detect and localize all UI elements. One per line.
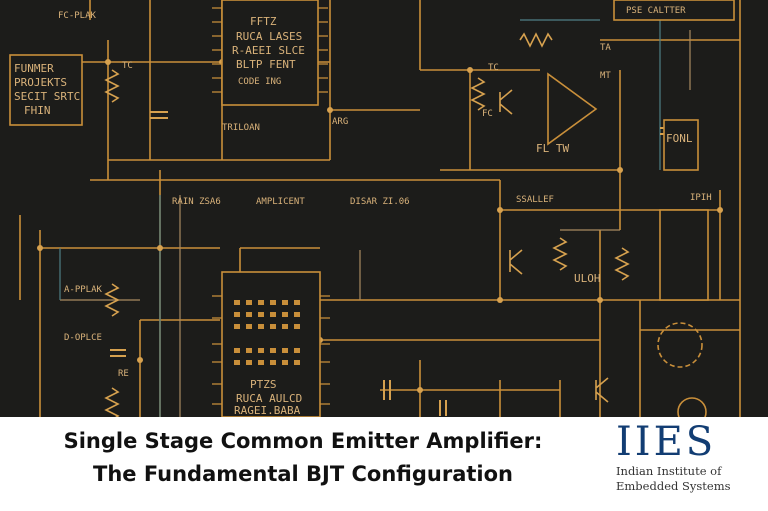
svg-text:RUCA LASES: RUCA LASES (236, 30, 302, 43)
svg-text:MT: MT (600, 71, 611, 81)
resistor-symbols (104, 32, 688, 421)
svg-text:SECIT SRTC: SECIT SRTC (14, 90, 80, 103)
logo-mark: IIES (616, 419, 717, 465)
svg-text:RE: RE (118, 369, 129, 379)
svg-text:CODE ING: CODE ING (238, 77, 281, 87)
component-box-right (659, 209, 709, 301)
svg-text:FONL: FONL (666, 132, 693, 145)
opamp-symbol (547, 72, 598, 146)
svg-text:DISAR ZI.06: DISAR ZI.06 (350, 197, 410, 207)
circular-component (657, 322, 703, 368)
svg-text:FFTZ: FFTZ (250, 15, 277, 28)
svg-text:D-OPLCE: D-OPLCE (64, 333, 102, 343)
svg-text:TC: TC (122, 61, 133, 71)
svg-text:IPIH: IPIH (690, 193, 712, 203)
svg-text:FL TW: FL TW (536, 142, 569, 155)
svg-text:BLTP FENT: BLTP FENT (236, 58, 296, 71)
svg-text:RUCA AULCD: RUCA AULCD (236, 392, 302, 405)
logo-name-line-2: Embedded Systems (616, 479, 731, 493)
svg-text:SSALLEF: SSALLEF (516, 195, 554, 205)
logo-institute-name: Indian Institute of Embedded Systems (616, 464, 762, 494)
svg-text:ULOH: ULOH (574, 272, 601, 285)
connector-box (663, 119, 699, 171)
title-banner: Single Stage Common Emitter Amplifier: T… (0, 417, 768, 511)
junction-dots (37, 59, 723, 393)
svg-text:R-AEEI SLCE: R-AEEI SLCE (232, 44, 305, 57)
title-line-2: The Fundamental BJT Configuration (93, 462, 513, 486)
svg-text:RAGEI.BABA: RAGEI.BABA (234, 404, 301, 417)
logo-name-line-1: Indian Institute of (616, 464, 722, 478)
caption-box-top-right (613, 0, 735, 21)
svg-text:FC: FC (482, 109, 493, 119)
ic-chip-top (221, 0, 319, 106)
svg-text:FHIN: FHIN (24, 104, 51, 117)
svg-text:RAIN ZSA6: RAIN ZSA6 (172, 197, 221, 207)
article-title: Single Stage Common Emitter Amplifier: T… (0, 425, 606, 491)
svg-text:ARG: ARG (332, 117, 348, 127)
chip-grid-pattern (234, 300, 300, 365)
info-box (9, 54, 83, 126)
svg-text:AMPLICENT: AMPLICENT (256, 197, 305, 207)
svg-text:PTZS: PTZS (250, 378, 277, 391)
svg-text:FUNMER: FUNMER (14, 62, 54, 75)
iies-logo: IIES Indian Institute of Embedded System… (612, 421, 762, 507)
svg-text:FC-PLAK: FC-PLAK (58, 11, 97, 21)
svg-text:A-PPLAK: A-PPLAK (64, 285, 103, 295)
svg-text:PROJEKTS: PROJEKTS (14, 76, 67, 89)
title-line-1: Single Stage Common Emitter Amplifier: (63, 429, 543, 453)
svg-text:PSE CALTTER: PSE CALTTER (626, 6, 686, 16)
svg-text:TRILOAN: TRILOAN (222, 123, 260, 133)
transistor-symbols (499, 89, 609, 403)
svg-text:TC: TC (488, 63, 499, 73)
svg-text:TA: TA (600, 43, 611, 53)
